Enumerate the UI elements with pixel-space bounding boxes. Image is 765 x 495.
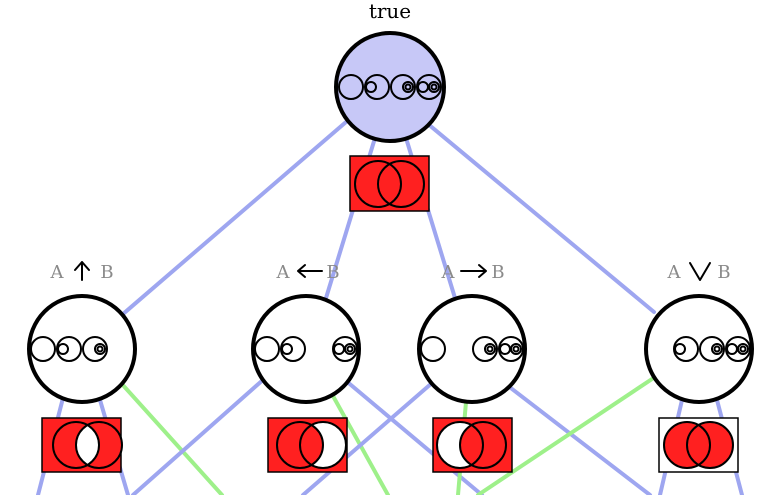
edge-top-to-nand — [121, 120, 348, 316]
operator-right-label: B — [717, 262, 730, 283]
node-or-glyphs — [673, 336, 751, 362]
operator-left-label: A — [441, 262, 456, 283]
top-venn — [349, 155, 430, 212]
operator-right-label: B — [491, 262, 504, 283]
operator-left-label: A — [276, 262, 291, 283]
node-converse-glyphs — [254, 336, 358, 362]
venn-implies — [432, 417, 513, 473]
edge-implies-down-1 — [301, 381, 434, 495]
operator-label-implies: A B — [441, 262, 505, 283]
node-implies — [417, 294, 527, 404]
operator-right-label: B — [326, 262, 339, 283]
venn-or — [658, 417, 739, 473]
edge-nand-down-3 — [119, 381, 224, 495]
venn-converse — [267, 417, 348, 473]
operator-label-or: A B — [667, 262, 731, 283]
operator-right-label: B — [100, 262, 113, 283]
venn-nand — [41, 417, 123, 473]
node-nand — [27, 294, 137, 404]
edge-converse-down-1 — [131, 377, 266, 495]
nand-arrow-icon — [74, 261, 90, 281]
edge-top-to-or — [426, 122, 656, 314]
right-arrow-icon — [460, 264, 487, 278]
operator-label-converse: A B — [276, 262, 340, 283]
node-nand-glyphs — [30, 336, 108, 362]
top-node-glyphs — [338, 74, 442, 100]
top-node — [334, 31, 446, 143]
or-wedge-icon — [689, 262, 711, 281]
edge-implies-down-3 — [501, 380, 652, 495]
left-arrow-icon — [297, 264, 323, 278]
operator-label-nand: A B — [50, 261, 114, 283]
top-node-label: true — [369, 0, 411, 23]
node-or — [644, 294, 754, 404]
node-converse — [251, 294, 361, 404]
operator-left-label: A — [50, 262, 65, 283]
operator-left-label: A — [667, 262, 682, 283]
edge-or-down-1 — [476, 375, 657, 495]
node-implies-glyphs — [420, 336, 524, 362]
